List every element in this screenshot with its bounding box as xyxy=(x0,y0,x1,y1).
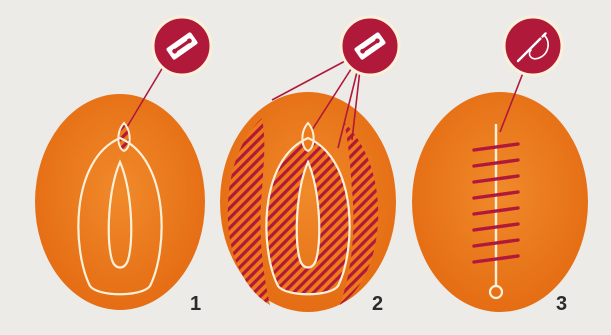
panel-3-number: 3 xyxy=(556,293,567,315)
razor-blade-icon xyxy=(153,17,211,75)
needle-thread-icon xyxy=(504,17,562,75)
panel-2: 2 xyxy=(220,17,399,315)
panel-3-oval xyxy=(412,92,588,312)
panel-1-oval xyxy=(35,94,205,310)
panel-2-number: 2 xyxy=(372,293,383,315)
panel-1-number: 1 xyxy=(190,293,201,315)
razor-blade-icon xyxy=(341,17,399,75)
panel-3: 3 xyxy=(412,17,588,315)
panel-1: 1 xyxy=(35,17,211,315)
